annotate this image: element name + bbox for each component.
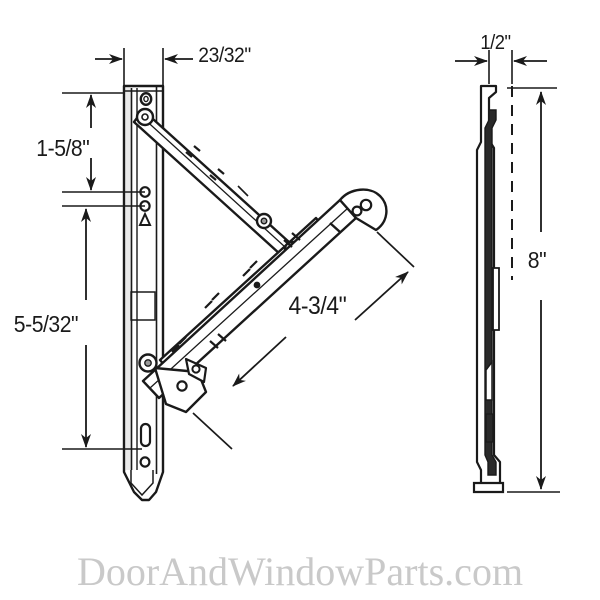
lower-arm-dot bbox=[253, 281, 261, 289]
end-tab-hole-2 bbox=[351, 205, 363, 217]
middle-arm-tick-3 bbox=[211, 292, 220, 301]
track-notch-triangle bbox=[138, 211, 152, 226]
front-view-track bbox=[122, 84, 165, 502]
track-bottom-tip bbox=[130, 470, 154, 497]
upper-arm-tick-1 bbox=[185, 151, 193, 158]
side-profile-foot bbox=[472, 481, 505, 494]
dimension-label-1-2-inch: 1/2" bbox=[480, 32, 511, 54]
dimension-label-8-inch: 8" bbox=[527, 247, 547, 273]
slider-shoe-lug-hole bbox=[191, 364, 201, 374]
arm-end-tab bbox=[329, 188, 388, 233]
track-hole-bottom bbox=[139, 456, 151, 468]
arrow-434-lower bbox=[232, 336, 287, 387]
dimension-8-inch bbox=[507, 87, 560, 493]
lower-arm-tick-1 bbox=[283, 239, 293, 248]
middle-arm-tick-1 bbox=[249, 260, 258, 269]
upper-arm-center-line bbox=[140, 115, 297, 258]
bottom-slider-shoe bbox=[153, 357, 208, 414]
dimension-1-2-inch bbox=[455, 50, 547, 84]
middle-arm-tick-6 bbox=[171, 344, 180, 353]
upper-arm-tick-2 bbox=[193, 145, 201, 152]
ext-line-434-upper bbox=[376, 231, 415, 268]
upper-arm-tick-3 bbox=[209, 174, 217, 181]
dimension-label-5-5-32-inch: 5-5/32" bbox=[13, 311, 79, 337]
track-outer-profile bbox=[122, 84, 165, 502]
end-tab-hole-1 bbox=[359, 198, 373, 212]
slider-shoe-hole bbox=[176, 380, 188, 392]
track-shoe-seat bbox=[130, 291, 156, 321]
upper-arm-joint-line bbox=[237, 185, 249, 197]
ext-line-434-lower bbox=[192, 412, 233, 450]
side-profile-slot bbox=[492, 267, 500, 331]
site-watermark: DoorAndWindowParts.com bbox=[76, 549, 524, 594]
lower-arm-tick-4 bbox=[217, 333, 227, 342]
track-slot-lower bbox=[139, 422, 152, 448]
middle-arm-tick-2 bbox=[242, 268, 251, 277]
dimension-23-32-inch bbox=[95, 48, 193, 86]
side-profile-detail-lower bbox=[485, 413, 494, 443]
dimension-label-23-32-inch: 23/32" bbox=[198, 44, 251, 67]
upper-arm-pivot-top-inner bbox=[141, 113, 149, 121]
arrow-434-upper bbox=[354, 271, 409, 321]
upper-arm-tick-4 bbox=[217, 168, 225, 175]
track-hole-top-inner bbox=[143, 95, 149, 103]
dimension-label-4-3-4-inch: 4-3/4" bbox=[288, 292, 347, 320]
end-tab-tick bbox=[329, 222, 341, 233]
side-profile-detail-mid bbox=[485, 359, 493, 401]
side-view-profile bbox=[472, 84, 513, 494]
dimension-label-1-5-8-inch: 1-5/8" bbox=[36, 135, 90, 161]
track-shade-strip bbox=[125, 88, 132, 470]
dimension-4-3-4-inch bbox=[192, 231, 415, 450]
middle-arm-tick-4 bbox=[204, 300, 213, 309]
lower-arm-pivot-inner bbox=[144, 359, 152, 367]
upper-arm-rivet-inner bbox=[260, 217, 268, 225]
dimension-1-5-8-inch bbox=[62, 92, 145, 193]
lower-arm-center-line bbox=[149, 207, 349, 389]
dimension-5-5-32-inch bbox=[62, 205, 145, 450]
lower-arm-tick-3 bbox=[209, 340, 219, 349]
lower-arm-tick-2 bbox=[291, 232, 301, 241]
middle-arm-tick-5 bbox=[178, 336, 187, 345]
